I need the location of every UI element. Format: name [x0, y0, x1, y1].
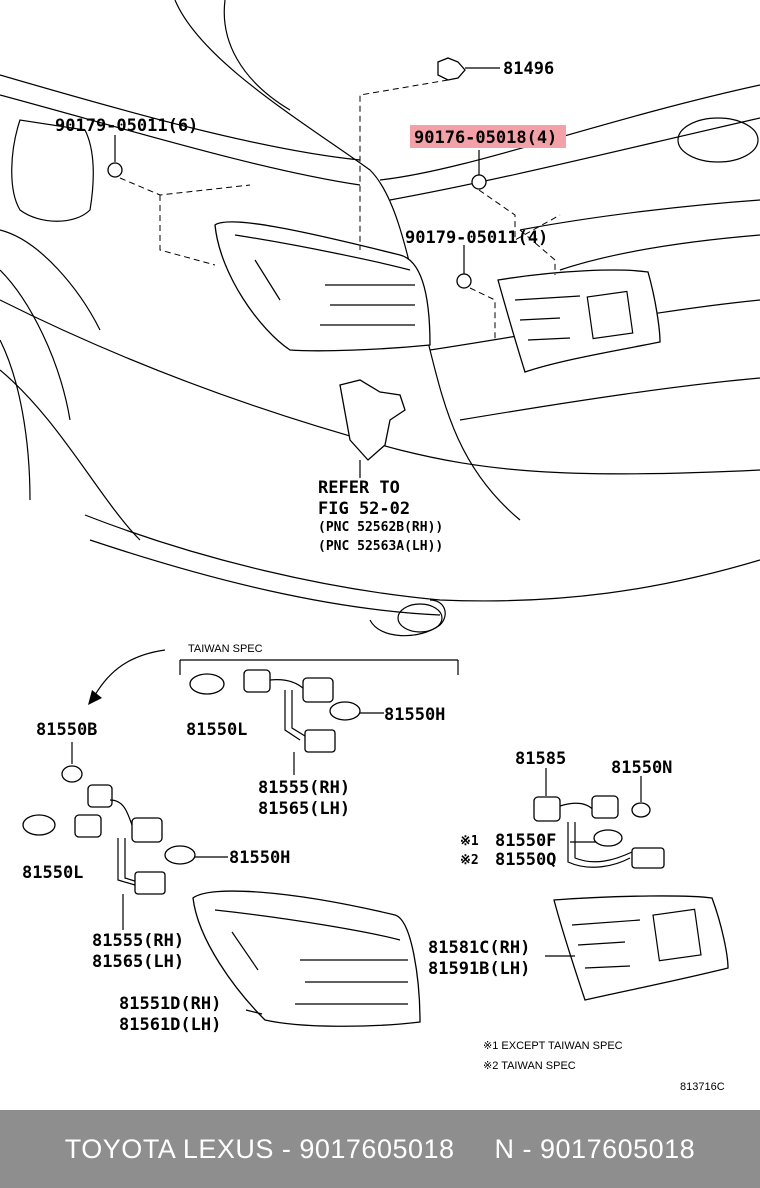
label-81555rh-a: 81555(RH): [258, 778, 350, 798]
taiwan-socket-assembly: [189, 669, 384, 775]
parts-diagram: 81496 90179-05011(6) 90176-05018(4) 9017…: [0, 0, 760, 1093]
taiwan-spec-bracket: [88, 649, 459, 705]
label-81550Q: 81550Q: [495, 850, 556, 870]
note-except-taiwan: ※1 EXCEPT TAIWAN SPEC: [483, 1040, 623, 1052]
label-81550B: 81550B: [36, 720, 97, 740]
right-socket-assembly: [533, 768, 665, 869]
fasteners: [107, 57, 487, 289]
label-81581C: 81581C(RH): [428, 938, 530, 958]
label-81550L-a: 81550L: [186, 720, 247, 740]
label-81565lh-a: 81565(LH): [258, 799, 350, 819]
label-81550H-a: 81550H: [384, 705, 445, 725]
label-90179-05011-4: 90179-05011(4): [405, 228, 548, 248]
leader-lines: [114, 67, 500, 478]
upper-inner-lamp: [497, 269, 661, 373]
car-body-outline: [0, 0, 760, 637]
footer-bar: TOYOTA LEXUS - 9017605018 N - 9017605018: [0, 1110, 760, 1188]
lower-inner-lamp: [545, 895, 729, 1001]
label-81550N: 81550N: [611, 758, 672, 778]
refer-line-3: (PNC 52562B(RH)): [318, 520, 443, 535]
note-mark-2: ※2: [460, 853, 479, 868]
label-90176-05018-4[interactable]: 90176-05018(4): [414, 128, 557, 148]
bracket-part: [339, 379, 406, 461]
label-81550L-b: 81550L: [22, 863, 83, 883]
label-81550H-b: 81550H: [229, 848, 290, 868]
lower-tail-lamp: [192, 890, 421, 1027]
taiwan-spec-label: TAIWAN SPEC: [188, 643, 263, 655]
footer-part-number: TOYOTA LEXUS - 9017605018 N - 9017605018: [64, 1134, 696, 1164]
upper-tail-lamp: [214, 221, 431, 352]
label-90179-05011-6: 90179-05011(6): [55, 116, 198, 136]
label-81496: 81496: [503, 59, 554, 79]
note-mark-1: ※1: [460, 834, 479, 849]
figure-number: 813716C: [680, 1081, 725, 1093]
label-81550F: 81550F: [495, 831, 556, 851]
label-81551D: 81551D(RH): [119, 994, 221, 1014]
label-81561D: 81561D(LH): [119, 1015, 221, 1035]
refer-line-4: (PNC 52563A(LH)): [318, 539, 443, 554]
note-taiwan: ※2 TAIWAN SPEC: [483, 1060, 576, 1072]
part-highlight: [410, 125, 566, 148]
refer-line-1: REFER TO: [318, 478, 400, 498]
left-socket-assembly: [22, 742, 228, 930]
dashed-routes: [119, 79, 561, 340]
refer-line-2: FIG 52-02: [318, 499, 410, 519]
label-81555rh-b: 81555(RH): [92, 931, 184, 951]
label-81585: 81585: [515, 749, 566, 769]
label-81591B: 81591B(LH): [428, 959, 530, 979]
label-81565lh-b: 81565(LH): [92, 952, 184, 972]
